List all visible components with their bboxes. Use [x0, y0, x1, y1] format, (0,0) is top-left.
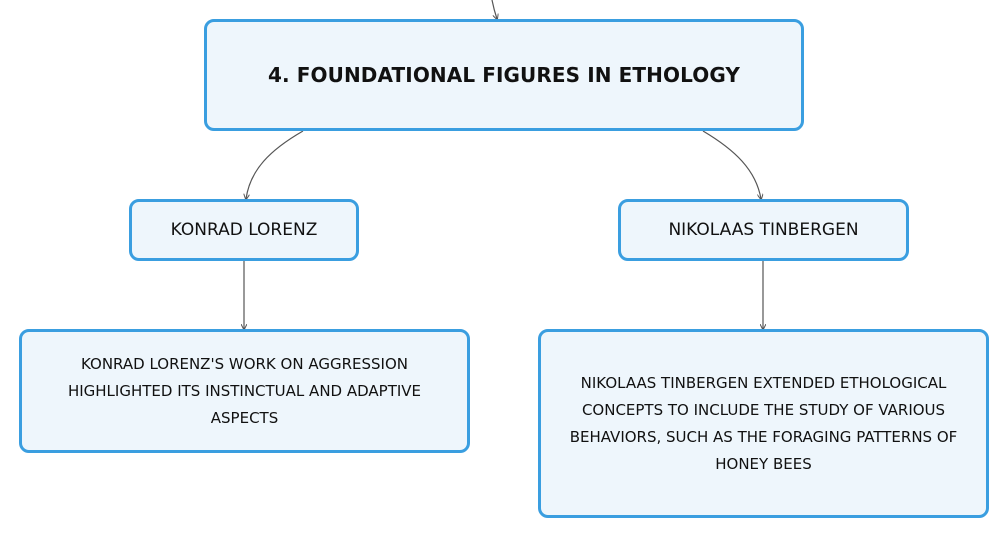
root-topic-node[interactable]: 4. FOUNDATIONAL FIGURES IN ETHOLOGY	[204, 19, 804, 131]
connector-incoming	[491, 0, 497, 19]
topic-label-konrad-lorenz: KONRAD LORENZ	[170, 220, 318, 240]
topic-node-nikolaas-tinbergen[interactable]: NIKOLAAS TINBERGEN	[618, 199, 909, 261]
topic-node-konrad-lorenz[interactable]: KONRAD LORENZ	[129, 199, 359, 261]
detail-node-konrad-lorenz[interactable]: KONRAD LORENZ'S WORK ON AGGRESSION HIGHL…	[19, 329, 470, 453]
detail-node-nikolaas-tinbergen[interactable]: NIKOLAAS TINBERGEN EXTENDED ETHOLOGICAL …	[538, 329, 989, 518]
connector-root-to-tinbergen	[702, 130, 761, 199]
topic-label-nikolaas-tinbergen: NIKOLAAS TINBERGEN	[668, 220, 859, 240]
detail-text-konrad-lorenz: KONRAD LORENZ'S WORK ON AGGRESSION HIGHL…	[67, 354, 422, 427]
detail-text-nikolaas-tinbergen: NIKOLAAS TINBERGEN EXTENDED ETHOLOGICAL …	[569, 373, 958, 473]
root-topic-label: 4. FOUNDATIONAL FIGURES IN ETHOLOGY	[267, 63, 741, 87]
connector-root-to-lorenz	[246, 130, 304, 199]
